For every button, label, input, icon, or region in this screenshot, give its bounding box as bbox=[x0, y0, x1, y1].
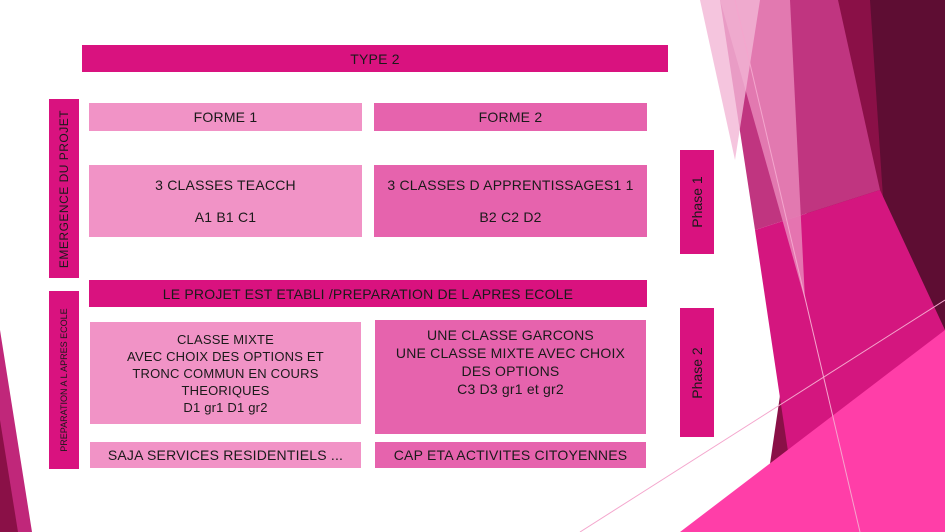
projet-banner: LE PROJET EST ETABLI /PREPARATION DE L A… bbox=[89, 280, 647, 307]
classe-mixte-line2: AVEC CHOIX DES OPTIONS ET bbox=[127, 348, 324, 364]
cap-eta-text: CAP ETA ACTIVITES CITOYENNES bbox=[393, 447, 628, 463]
projet-banner-text: LE PROJET EST ETABLI /PREPARATION DE L A… bbox=[162, 285, 574, 302]
classe-garcons-box: UNE CLASSE GARCONS UNE CLASSE MIXTE AVEC… bbox=[374, 319, 647, 435]
preparation-label: PREPARATION A L APRES ECOLE bbox=[48, 290, 80, 470]
saja-text: SAJA SERVICES RESIDENTIELS ... bbox=[107, 447, 344, 463]
forme2-text: FORME 2 bbox=[478, 109, 543, 125]
classe-garcons-line4: C3 D3 gr1 et gr2 bbox=[457, 381, 564, 397]
teacch-line2: A1 B1 C1 bbox=[194, 209, 257, 225]
forme2-box: FORME 2 bbox=[374, 103, 647, 131]
emergence-label-text: EMERGENCE DU PROJET bbox=[57, 109, 71, 268]
phase1-label-text: Phase 1 bbox=[689, 176, 705, 228]
teacch-line1: 3 CLASSES TEACCH bbox=[155, 177, 296, 193]
apprentissages-box: 3 CLASSES D APPRENTISSAGES1 1 B2 C2 D2 bbox=[374, 165, 647, 237]
classe-mixte-line5: D1 gr1 D1 gr2 bbox=[183, 399, 268, 415]
phase2-label-text: Phase 2 bbox=[689, 346, 705, 399]
saja-box: SAJA SERVICES RESIDENTIELS ... bbox=[89, 441, 362, 469]
type-header-text: TYPE 2 bbox=[350, 50, 400, 67]
phase1-label: Phase 1 bbox=[679, 149, 715, 255]
apprentissages-line1: 3 CLASSES D APPRENTISSAGES1 1 bbox=[387, 177, 634, 193]
type-header: TYPE 2 bbox=[82, 45, 668, 72]
apprentissages-line2: B2 C2 D2 bbox=[479, 209, 542, 225]
phase2-label: Phase 2 bbox=[679, 307, 715, 438]
forme1-text: FORME 1 bbox=[193, 109, 258, 125]
classe-garcons-line1: UNE CLASSE GARCONS bbox=[427, 327, 594, 343]
emergence-label: EMERGENCE DU PROJET bbox=[48, 98, 80, 279]
classe-garcons-line3: DES OPTIONS bbox=[461, 363, 560, 379]
teacch-box: 3 CLASSES TEACCH A1 B1 C1 bbox=[89, 165, 362, 237]
classe-mixte-line4: THEORIQUES bbox=[181, 382, 270, 398]
classe-garcons-line2: UNE CLASSE MIXTE AVEC CHOIX bbox=[395, 345, 626, 361]
classe-mixte-line1: CLASSE MIXTE bbox=[176, 331, 275, 347]
classe-mixte-line3: TRONC COMMUN EN COURS bbox=[132, 365, 319, 381]
classe-mixte-box: CLASSE MIXTE AVEC CHOIX DES OPTIONS ET T… bbox=[89, 321, 362, 425]
cap-eta-box: CAP ETA ACTIVITES CITOYENNES bbox=[374, 441, 647, 469]
forme1-box: FORME 1 bbox=[89, 103, 362, 131]
preparation-label-text: PREPARATION A L APRES ECOLE bbox=[59, 308, 69, 452]
